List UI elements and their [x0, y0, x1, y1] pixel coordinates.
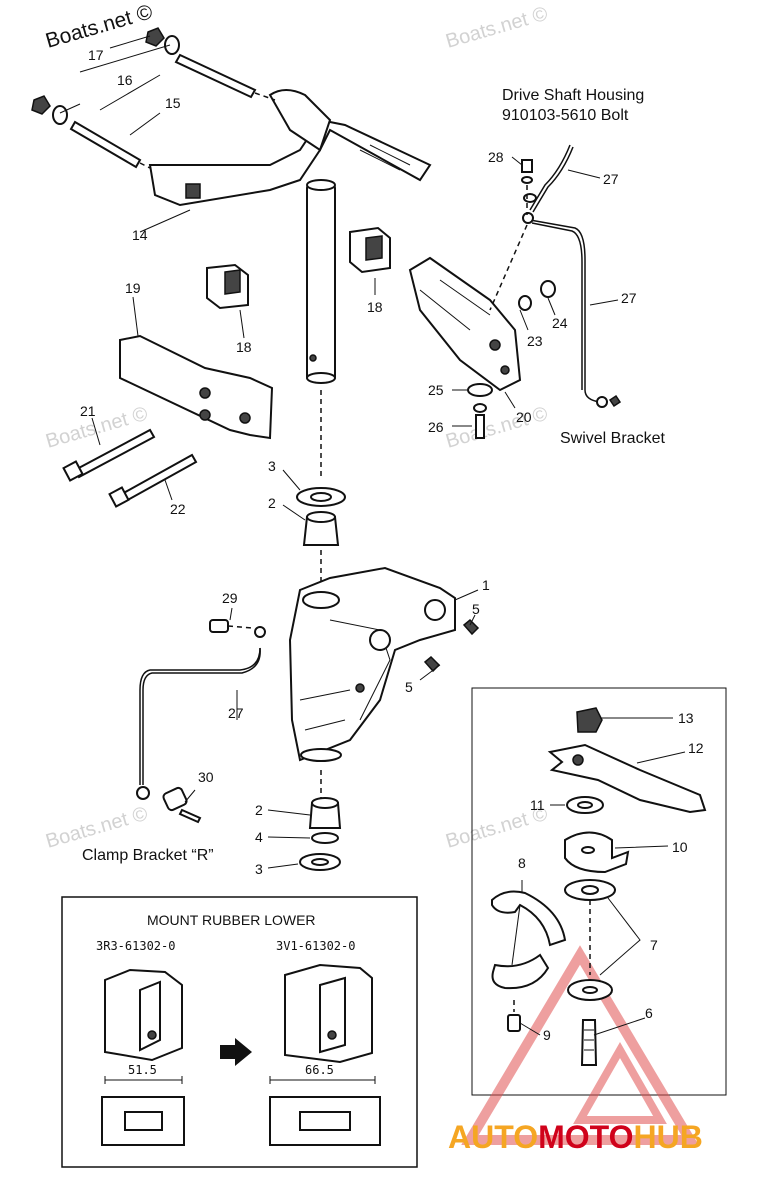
- old-width: 51.5: [128, 1063, 157, 1077]
- label-29: 29: [222, 590, 238, 606]
- label-2-lower: 2: [255, 802, 263, 818]
- label-26: 26: [428, 419, 444, 435]
- label-20: 20: [516, 409, 532, 425]
- drive-shaft-housing-label: Drive Shaft Housing: [502, 87, 644, 104]
- lower-bushings-2-4-3: [267, 797, 342, 871]
- upper-bushings-2-3: [282, 469, 346, 546]
- corner-watermark: Boats.net ©: [43, 0, 156, 53]
- label-27-mid: 27: [621, 290, 637, 306]
- label-28: 28: [488, 149, 504, 165]
- label-24: 24: [552, 315, 568, 331]
- new-width: 66.5: [305, 1063, 334, 1077]
- label-6: 6: [645, 1005, 653, 1021]
- label-2-upper: 2: [268, 495, 276, 511]
- tiled-watermark: Boats.net ©: [443, 403, 550, 453]
- label-5-right: 5: [472, 601, 480, 617]
- label-17: 17: [88, 47, 104, 63]
- label-23: 23: [527, 333, 543, 349]
- new-part-number: 3V1-61302-0: [276, 939, 355, 953]
- clamp-bracket-1: [288, 566, 480, 762]
- label-12: 12: [688, 740, 704, 756]
- steering-arm-14: [148, 89, 432, 207]
- clamp-bracket-label: Clamp Bracket “R”: [82, 847, 214, 864]
- svg-text:AUTOMOTOHUB: AUTOMOTOHUB: [448, 1119, 703, 1155]
- label-1: 1: [482, 577, 490, 593]
- label-18-right: 18: [367, 299, 383, 315]
- label-9: 9: [543, 1027, 551, 1043]
- mount-rubber-text: MOUNT RUBBER LOWER 3R3-61302-0 3V1-61302…: [96, 912, 355, 1077]
- label-13: 13: [678, 710, 694, 726]
- label-19: 19: [125, 280, 141, 296]
- upper-mounts-18: [206, 226, 391, 339]
- drive-shaft-bolt-label: 910103-5610 Bolt: [502, 107, 629, 124]
- label-4: 4: [255, 829, 263, 845]
- label-22: 22: [170, 501, 186, 517]
- logo-moto: MOTO: [538, 1119, 633, 1155]
- label-27-top: 27: [603, 171, 619, 187]
- tiled-watermark: Boats.net ©: [43, 803, 150, 853]
- label-14: 14: [132, 227, 148, 243]
- label-15: 15: [165, 95, 181, 111]
- label-25: 25: [428, 382, 444, 398]
- label-18-left: 18: [236, 339, 252, 355]
- label-21: 21: [80, 403, 96, 419]
- mount-rubber-box: [61, 896, 418, 1168]
- swivel-bracket-label: Swivel Bracket: [560, 430, 665, 447]
- old-part-number: 3R3-61302-0: [96, 939, 175, 953]
- label-16: 16: [117, 72, 133, 88]
- swivel-bracket-20: [408, 256, 556, 439]
- mount-rubber-title: MOUNT RUBBER LOWER: [147, 912, 316, 928]
- part-labels: 17 16 15 14 19 18 18 21 22 3 2 1 5 5 29 …: [80, 47, 704, 1043]
- bolts-15-16-17: [31, 27, 276, 233]
- label-27-left: 27: [228, 705, 244, 721]
- bolts-21-22: [62, 417, 198, 508]
- ground-wire-right: [489, 144, 622, 408]
- label-10: 10: [672, 839, 688, 855]
- label-11: 11: [530, 797, 545, 813]
- label-5-left: 5: [405, 679, 413, 695]
- label-8: 8: [518, 855, 526, 871]
- triangle-watermark: [461, 945, 699, 1145]
- grip-19: [119, 296, 274, 440]
- label-3-upper: 3: [268, 458, 276, 474]
- annotations: Drive Shaft Housing 910103-5610 Bolt Swi…: [82, 87, 665, 864]
- label-30: 30: [198, 769, 214, 785]
- detail-box: [471, 687, 727, 1096]
- logo-hub: HUB: [633, 1119, 702, 1155]
- logo-auto: AUTO: [448, 1119, 538, 1155]
- tiller-detail: [491, 707, 707, 1066]
- tiled-watermark: Boats.net ©: [443, 3, 550, 53]
- steering-shaft: [306, 179, 336, 800]
- label-3-lower: 3: [255, 861, 263, 877]
- automotohub-logo: AUTOMOTOHUB: [448, 1119, 703, 1155]
- mount-rubber-drawings: [101, 963, 381, 1146]
- label-7: 7: [650, 937, 658, 953]
- ground-wire-left: [136, 607, 266, 824]
